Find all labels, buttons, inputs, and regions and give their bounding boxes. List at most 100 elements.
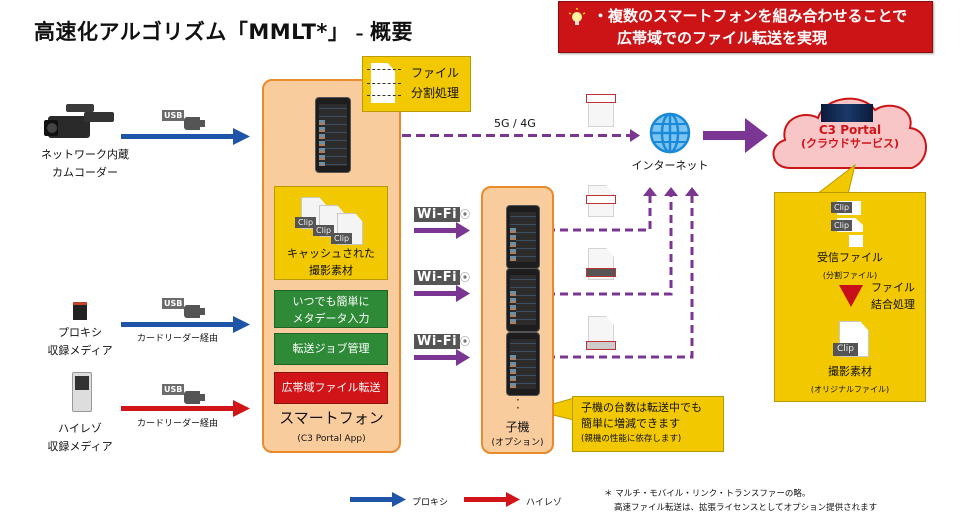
wifi-label: Wi-Fi (414, 207, 461, 222)
merge-line2: 結合処理 (871, 298, 915, 311)
split-callout: ファイル 分割処理 (362, 56, 471, 112)
child-smartphone-1 (506, 205, 540, 269)
sd-card-icon (73, 302, 87, 320)
usb-badge: USB (162, 384, 185, 395)
cloud-callout-pointer (815, 163, 856, 195)
usb-badge: USB (162, 298, 185, 309)
fragment-marker (586, 195, 616, 204)
cloud-callout: Clip Clip 受信ファイル (分割ファイル) ファイル 結合処理 Clip… (774, 192, 926, 402)
proxy-media-label: プロキシ 収録メディア (40, 324, 120, 360)
callout-line2: 簡単に増減できます (581, 417, 680, 430)
footnote-line1: ＊ マルチ・モバイル・リンク・トランスファーの略。 (604, 489, 811, 499)
wifi-badge-3: Wi-Fi⦿ (414, 330, 470, 349)
internet-to-cloud-arrow (703, 118, 768, 153)
merge-label: ファイル 結合処理 (871, 279, 915, 313)
proxy-via-label: カードリーダー経由 (137, 334, 219, 344)
wifi-badge-2: Wi-Fi⦿ (414, 266, 470, 285)
wifi-label: Wi-Fi (414, 334, 461, 349)
original-file-label: 撮影素材 (828, 365, 872, 378)
sxs-card-icon (72, 372, 92, 412)
clip-tag: Clip (831, 202, 853, 213)
smartphone-label: スマートフォン (279, 409, 384, 427)
camcorder-label-line2: カムコーダー (52, 166, 118, 179)
wifi-arrow-1 (414, 222, 470, 239)
broadband-transfer-feature[interactable]: 広帯域ファイル転送 (274, 372, 388, 404)
child-smartphone-2 (506, 268, 540, 332)
clip-tag: Clip (313, 225, 335, 236)
wifi-signal-icon: ⦿ (460, 337, 471, 348)
proxy-media-label-line1: プロキシ (58, 326, 102, 339)
main-smartphone (315, 97, 351, 173)
legend-hires-label: ハイレゾ (526, 498, 562, 508)
child-devices-sublabel: (オプション) (491, 438, 544, 448)
child-devices-callout: 子機の台数は転送中でも 簡単に増減できます (親機の性能に依存します) (572, 396, 724, 452)
child-smartphone-3 (506, 332, 540, 396)
banner-line-2: 広帯域でのファイル転送を実現 (617, 29, 828, 47)
wifi-signal-icon: ⦿ (460, 273, 471, 284)
page-title: 高速化アルゴリズム「MMLT*」 – 概要 (34, 16, 413, 46)
banner-line-1: ・複数のスマートフォンを組み合わせることで (593, 7, 908, 25)
legend-hires-arrow (464, 492, 520, 507)
child-devices-label: 子機 (505, 420, 530, 434)
proxy-media-label-line2: 収録メディア (47, 344, 113, 357)
smartphone-app-label: (C3 Portal App) (297, 434, 366, 444)
clip-tag: Clip (331, 233, 353, 244)
title-dash: – (349, 24, 371, 43)
wifi-badge-1: Wi-Fi⦿ (414, 203, 470, 222)
wifi-arrow-3 (414, 349, 470, 366)
callout-line3: (親機の性能に依存します) (581, 434, 682, 444)
callout-line1: 子機の台数は転送中でも (581, 401, 702, 414)
hires-media-label-line1: ハイレゾ (58, 422, 102, 435)
hires-via-label: カードリーダー経由 (137, 419, 219, 429)
merge-line1: ファイル (871, 281, 915, 294)
feature-label: 広帯域ファイル転送 (281, 381, 381, 394)
cloud-name: C3 Portal (818, 123, 882, 137)
received-fragment-icon (849, 235, 863, 247)
cloud-subtitle: (クラウドサービス) (800, 137, 900, 150)
hires-media-label: ハイレゾ 収録メディア (40, 420, 120, 456)
feature-label: 転送ジョブ管理 (292, 342, 370, 355)
camcorder-label-line1: ネットワーク内蔵 (41, 148, 129, 161)
lightbulb-icon (568, 8, 586, 25)
feature-line2: メタデータ入力 (292, 312, 370, 325)
split-callout-text: ファイル 分割処理 (411, 63, 459, 103)
split-line1: ファイル (411, 66, 460, 80)
usb-badge: USB (162, 110, 185, 121)
fragment-marker (586, 268, 616, 277)
original-file-sublabel: (オリジナルファイル) (810, 385, 890, 394)
camcorder-icon (40, 96, 120, 146)
cache-label-line1: キャッシュされた (287, 247, 375, 260)
more-devices-ellipsis: ··· (516, 385, 520, 415)
usb-plug-icon (184, 391, 205, 404)
feature-line1: いつでも簡単に (292, 295, 370, 308)
split-line2: 分割処理 (411, 86, 460, 100)
camcorder-label: ネットワーク内蔵 カムコーダー (30, 146, 140, 182)
legend-proxy-arrow (350, 492, 406, 507)
footnote-line2: 高速ファイル転送は、拡張ライセンスとしてオプション提供されます (614, 503, 878, 513)
wifi-signal-icon: ⦿ (460, 210, 471, 221)
title-main: 高速化アルゴリズム「MMLT*」 (34, 20, 350, 44)
usb-plug-icon (184, 305, 205, 318)
fragment-marker (586, 341, 616, 350)
merge-arrow-icon (839, 285, 863, 307)
legend-proxy-label: プロキシ (412, 498, 449, 508)
transfer-job-feature[interactable]: 転送ジョブ管理 (274, 333, 388, 365)
wifi-label: Wi-Fi (414, 270, 461, 285)
usb-plug-icon (184, 117, 205, 130)
camcorder-arrow (121, 128, 250, 145)
c3-portal-banner-image (821, 104, 873, 122)
clip-tag: Clip (831, 220, 853, 231)
legend: プロキシ ハイレゾ (350, 492, 590, 508)
footnote: ＊ マルチ・モバイル・リンク・トランスファーの略。 高速ファイル転送は、拡張ライ… (604, 487, 877, 515)
fragment-marker (586, 94, 616, 103)
received-file-sublabel: (分割ファイル) (822, 271, 878, 280)
clip-tag: Clip (295, 217, 317, 228)
key-point-banner: ・複数のスマートフォンを組み合わせることで 広帯域でのファイル転送を実現 (558, 1, 933, 53)
metadata-input-feature[interactable]: いつでも簡単に メタデータ入力 (274, 290, 388, 328)
cellular-label: 5G / 4G (494, 117, 536, 130)
wifi-arrow-2 (414, 285, 470, 302)
clip-tag: Clip (833, 343, 858, 356)
received-file-label: 受信ファイル (817, 251, 883, 264)
internet-label: インターネット (631, 159, 709, 172)
title-suffix: 概要 (370, 20, 414, 44)
